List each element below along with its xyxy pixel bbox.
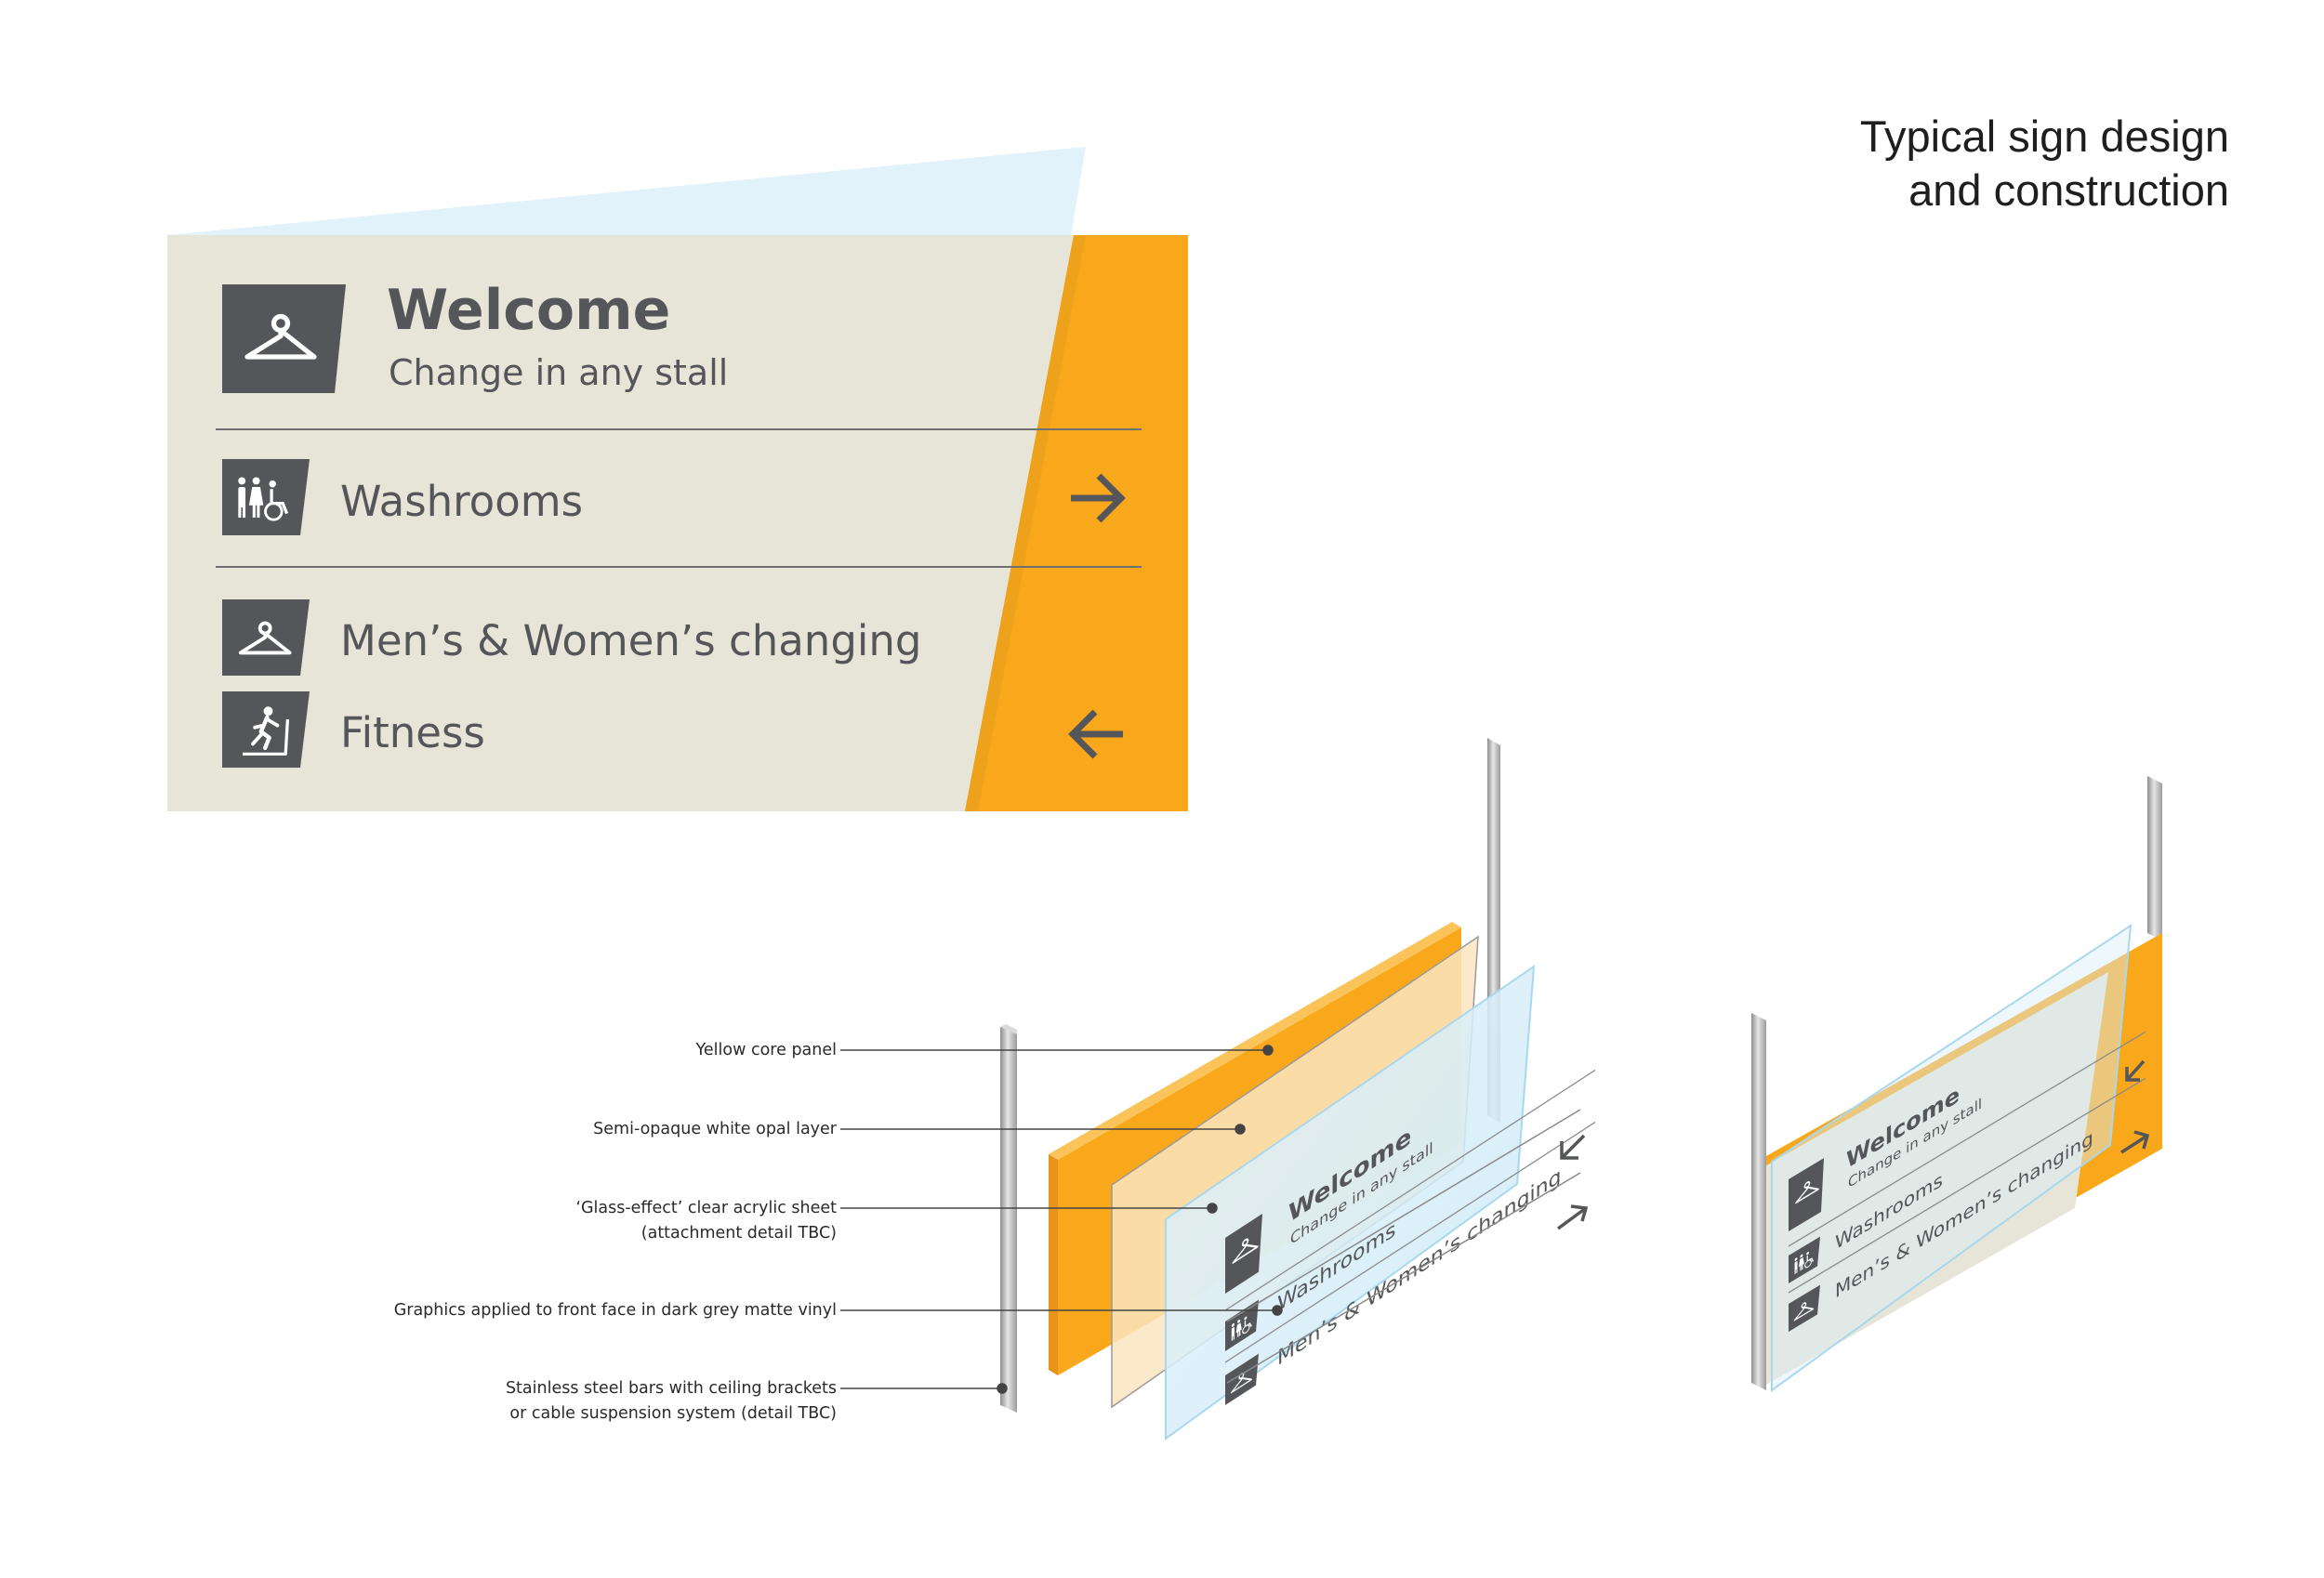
glass-sheet-fold (167, 147, 1086, 235)
acrylic-sheet (1165, 964, 1536, 1440)
row-label-fitness: Fitness (340, 708, 485, 757)
washroom-icon (222, 459, 310, 535)
sign-front-view: Welcome Change in any stall Washrooms Me… (167, 147, 1188, 811)
sign-title: Welcome (387, 278, 670, 343)
heading-line-2: and construction (1908, 165, 2229, 215)
callout-acrylic-sheet: ‘Glass-effect’ clear acrylic sheet (atta… (575, 1199, 837, 1243)
arrow-down-left-icon (1560, 1134, 1586, 1160)
steel-bar (1751, 776, 2162, 1390)
heading-line-1: Typical sign design (1859, 112, 2229, 161)
callout-steel-bars: Stainless steel bars with ceiling bracke… (505, 1379, 837, 1423)
exploded-view: Welcome Change in any stall Washrooms Me… (1000, 738, 1595, 1440)
arrow-down-left-icon (2125, 1059, 2146, 1082)
arrow-right-icon (2120, 1130, 2150, 1154)
acrylic-sheet (1771, 924, 2133, 1392)
treadmill-icon (222, 691, 310, 768)
page-heading: Typical sign design and construction (1860, 110, 2229, 217)
assembled-view: Welcome Change in any stall Washrooms Me… (1751, 776, 2162, 1392)
arrow-right-icon (1556, 1204, 1589, 1230)
callout-yellow-core: Yellow core panel (695, 1041, 837, 1059)
welcome-icon (222, 284, 346, 393)
row-label-washrooms: Washrooms (340, 477, 583, 526)
steel-bar (1000, 1024, 1017, 1413)
callout-opal-layer: Semi-opaque white opal layer (593, 1120, 837, 1138)
yellow-core-band (965, 235, 1188, 811)
hanger-icon (222, 599, 310, 676)
sign-subtitle: Change in any stall (389, 352, 728, 393)
row-label-changing: Men’s & Women’s changing (340, 616, 921, 665)
callout-leaders (840, 1045, 1283, 1394)
sign-panel (1766, 972, 2108, 1385)
callout-graphics: Graphics applied to front face in dark g… (393, 1301, 837, 1320)
